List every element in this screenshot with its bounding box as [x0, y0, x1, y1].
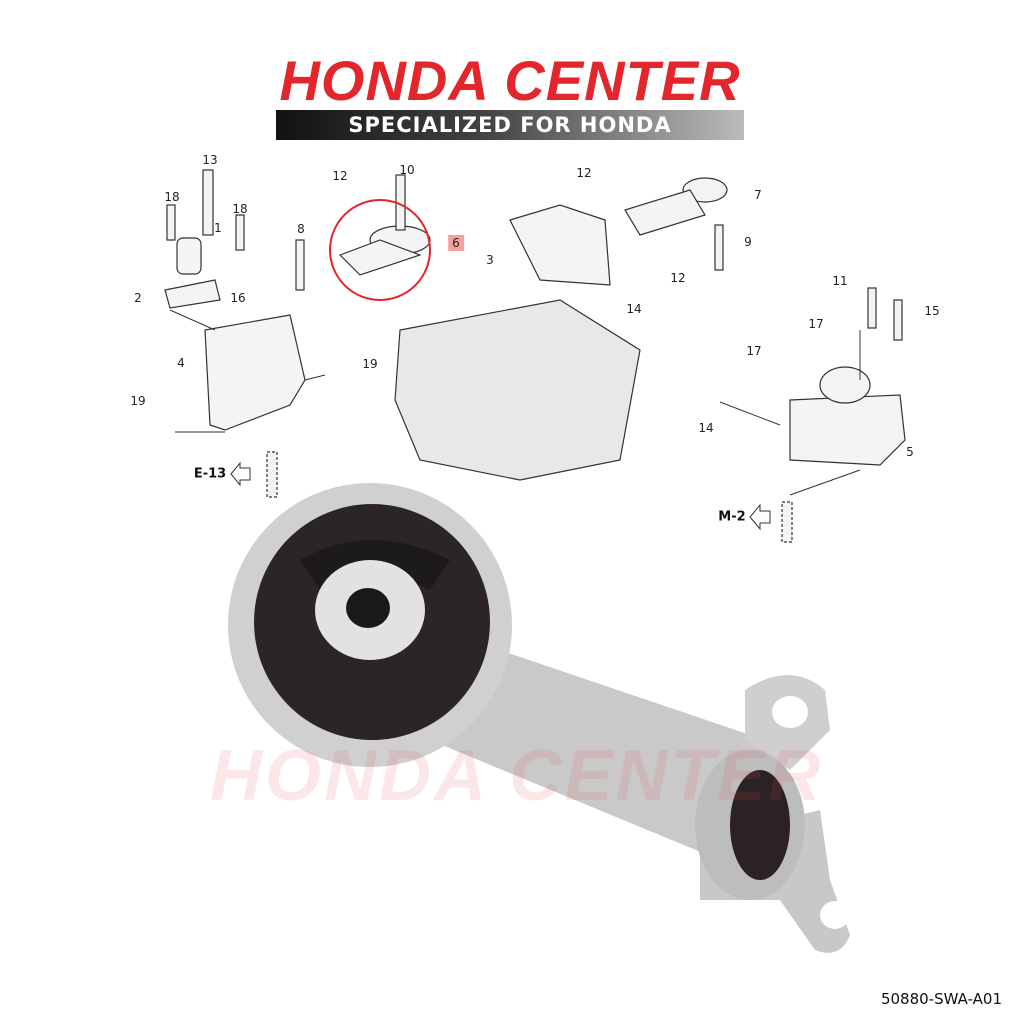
top-tab-hole: [772, 696, 808, 728]
brand-title: HONDA CENTER: [279, 49, 741, 112]
callout-5: 5: [906, 445, 914, 459]
engine-mount-photo: [228, 483, 850, 953]
arm-boss-rubber: [730, 770, 790, 880]
bolt-18a: [166, 204, 176, 241]
bracket-2: [164, 279, 221, 309]
bolt-11: [867, 287, 877, 329]
callout-14: 14: [698, 421, 714, 435]
callout-7: 7: [754, 188, 762, 202]
bolt-18b: [235, 214, 245, 251]
callout-8: 8: [297, 222, 305, 236]
callout-17: 17: [808, 317, 824, 331]
callout-6-highlighted: 6: [448, 235, 464, 251]
mount-5-rubber: [819, 366, 871, 404]
arrow-left-icon: [749, 503, 771, 531]
callout-18: 18: [164, 190, 180, 204]
callout-19: 19: [362, 357, 378, 371]
bushing-1: [176, 237, 202, 275]
callout-17: 17: [746, 344, 762, 358]
center-hole: [346, 588, 390, 628]
reference-e13: E-13: [193, 466, 227, 482]
stud-e13: [266, 451, 278, 498]
stud-m2: [781, 501, 793, 543]
bracket-3: [509, 204, 611, 286]
callout-18: 18: [232, 202, 248, 216]
part-number: 50880-SWA-A01: [880, 990, 1002, 1008]
diagram-line-art: [164, 169, 906, 543]
mount-7-arm: [624, 189, 706, 236]
engine-block: [394, 299, 641, 481]
bolt-13: [202, 169, 214, 236]
watermark: HONDA CENTER: [210, 736, 824, 816]
callout-2: 2: [134, 291, 142, 305]
callout-11: 11: [832, 274, 848, 288]
reference-m2: M-2: [718, 509, 746, 525]
callout-12: 12: [332, 169, 348, 183]
callout-1: 1: [214, 221, 222, 235]
callout-10: 10: [399, 163, 415, 177]
highlight-circle: [329, 199, 431, 301]
callout-9: 9: [744, 235, 752, 249]
callout-13: 13: [202, 153, 218, 167]
leader-lines: [169, 309, 861, 496]
mount-bracket-4: [204, 314, 306, 431]
callout-16: 16: [230, 291, 246, 305]
callout-4: 4: [177, 356, 185, 370]
mount-bracket-5: [789, 394, 906, 466]
arrow-left-icon: [230, 461, 251, 487]
callout-14: 14: [626, 302, 642, 316]
bolt-8: [295, 239, 305, 291]
callout-15: 15: [924, 304, 940, 318]
brand-tagline: SPECIALIZED FOR HONDA: [276, 110, 744, 140]
mount-6-arm: [338, 239, 422, 276]
callout-12: 12: [670, 271, 686, 285]
brand-logo: HONDA CENTER SPECIALIZED FOR HONDA: [270, 52, 750, 140]
bolt-15: [893, 299, 903, 341]
bottom-tab-hole: [820, 901, 850, 929]
bolt-9: [714, 224, 724, 271]
callout-12: 12: [576, 166, 592, 180]
callout-19: 19: [130, 394, 146, 408]
callout-3: 3: [486, 253, 494, 267]
